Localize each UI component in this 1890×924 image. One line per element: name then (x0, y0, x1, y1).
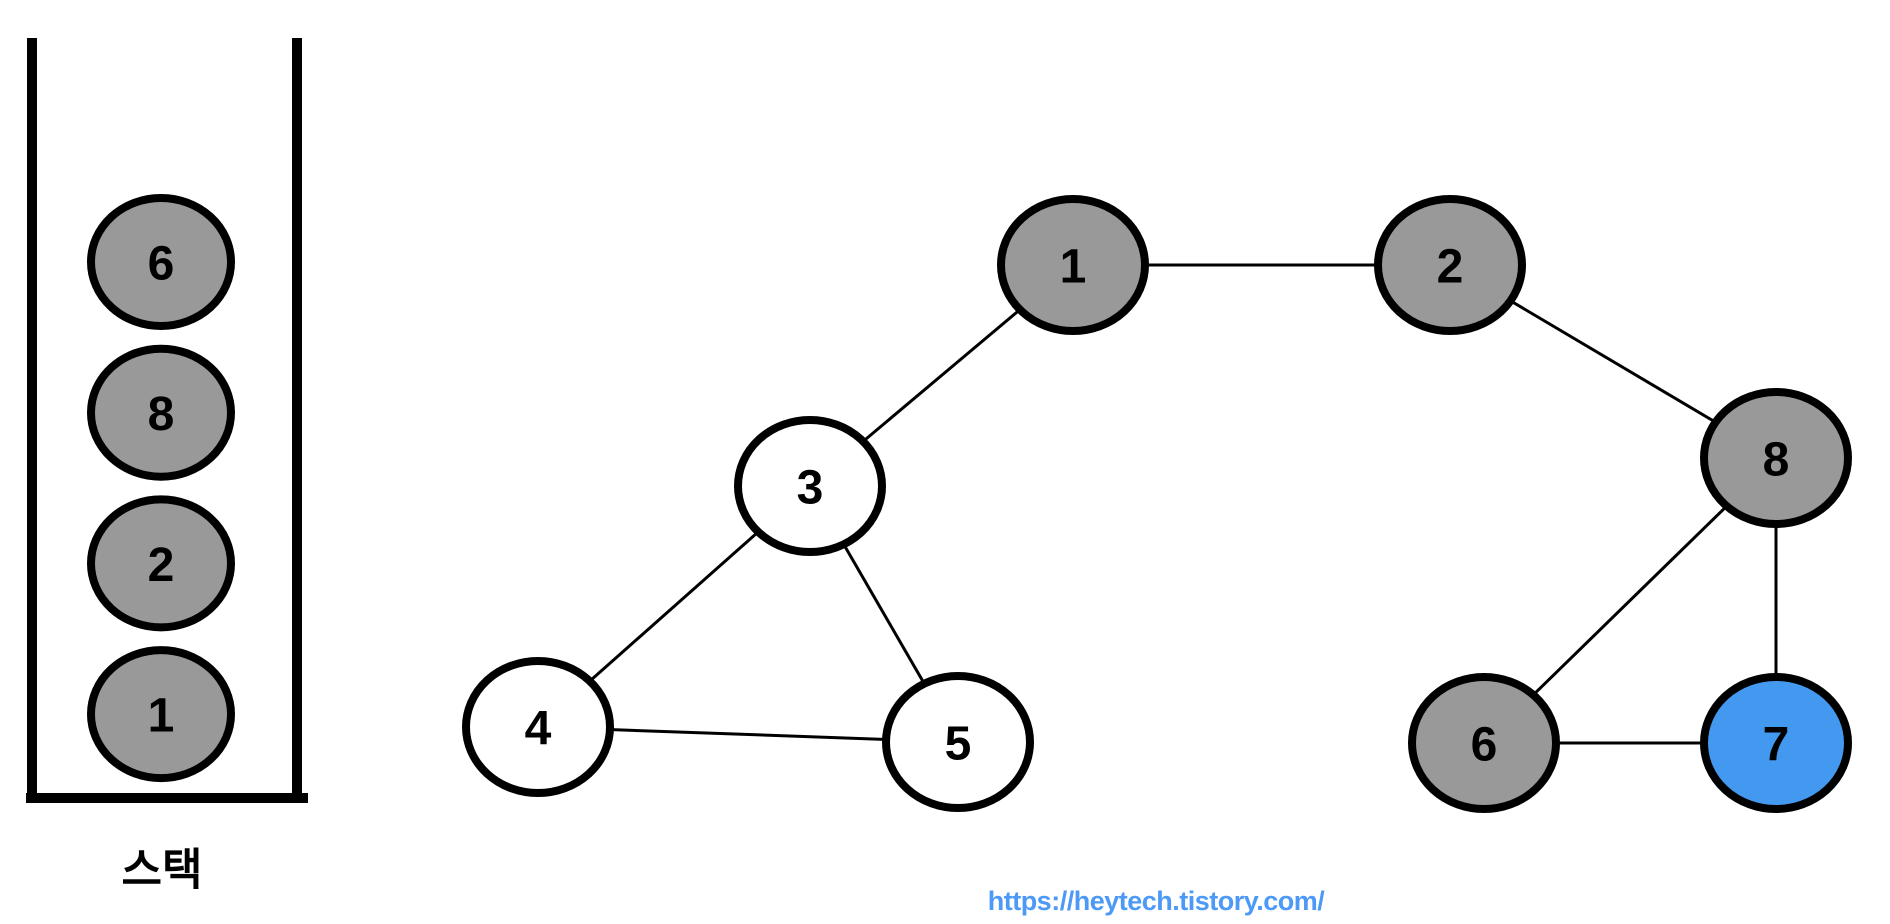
stack-item-label: 2 (148, 539, 175, 592)
graph-node-label: 5 (945, 718, 972, 771)
graph-node-8 (1700, 388, 1852, 528)
site-url: https://heytech.tistory.com/ (988, 886, 1326, 916)
graph-node-label: 6 (1471, 719, 1498, 772)
graph: 1 2 3 4 5 6 7 8 (462, 195, 1852, 813)
stack-item-label: 1 (148, 690, 175, 743)
graph-node-1 (997, 195, 1149, 335)
stack-item-circle-8 (87, 344, 235, 481)
graph-node-4 (462, 657, 614, 797)
graph-node-3 (734, 416, 886, 556)
graph-node-label: 2 (1437, 241, 1464, 294)
stack-item-label: 8 (148, 388, 175, 441)
stack-item-label: 6 (148, 238, 175, 291)
graph-node-2 (1374, 195, 1526, 335)
stack-items: 6 8 2 1 (87, 194, 235, 783)
stack: 6 8 2 1 스택 (26, 38, 308, 895)
graph-node-label: 4 (525, 703, 552, 756)
graph-node-6 (1408, 673, 1560, 813)
graph-node-5 (882, 672, 1034, 812)
graph-node-label: 1 (1060, 241, 1087, 294)
stack-item-circle-6 (87, 194, 235, 330)
stack-item-circle-2 (87, 495, 235, 632)
stack-caption: 스택 (122, 846, 203, 895)
graph-node-label: 3 (797, 462, 824, 515)
graph-nodes: 1 2 3 4 5 6 7 8 (462, 195, 1852, 813)
graph-edges (537, 263, 1778, 745)
graph-node-label: 8 (1763, 434, 1790, 487)
graph-node-label: 7 (1763, 719, 1790, 772)
stack-item-circle-1 (87, 646, 235, 783)
graph-node-7 (1700, 673, 1852, 813)
